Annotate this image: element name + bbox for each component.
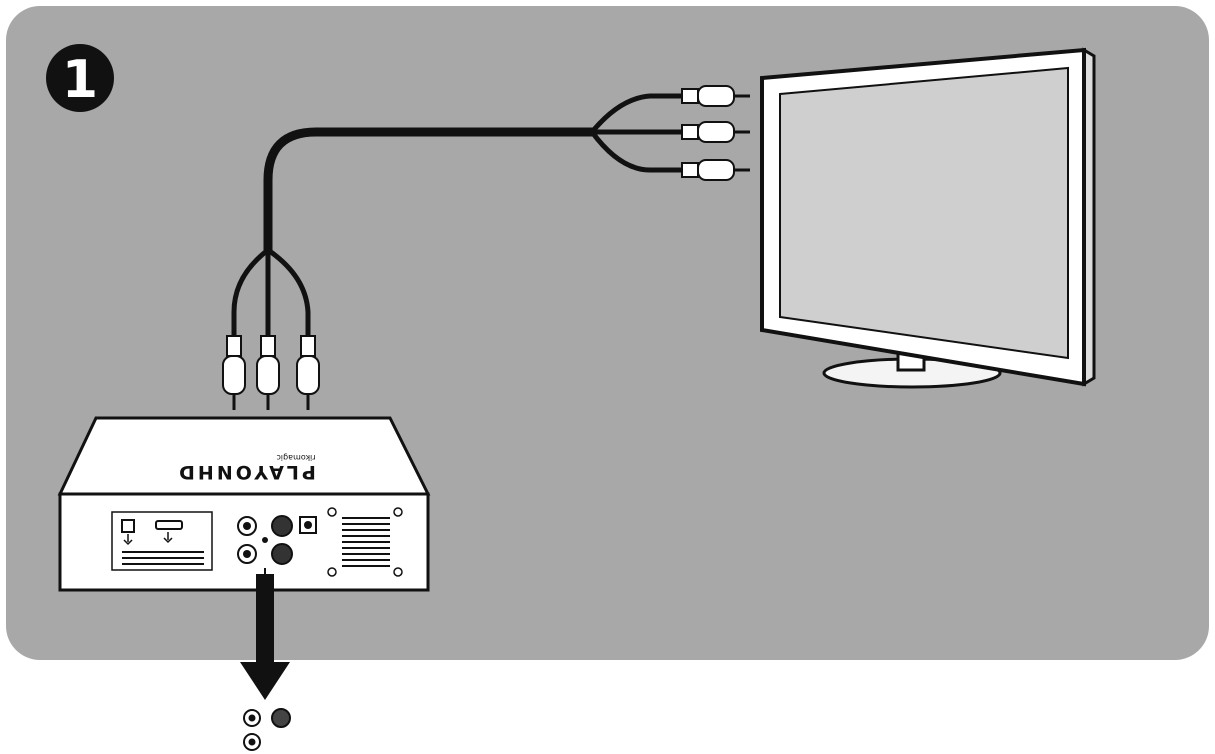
media-player-icon: PLAYONHD rikomagic	[57, 416, 431, 592]
tv-screen	[779, 66, 1069, 360]
rca-plug-tv-2	[681, 121, 750, 143]
port-arrow-icon	[163, 532, 173, 544]
rca-plug-device-1	[222, 335, 246, 410]
av-jack-2	[271, 515, 293, 537]
step-badge: 1	[46, 44, 114, 112]
rca-plugs-tv	[681, 85, 750, 181]
optical-port	[121, 519, 135, 533]
arrow-down-icon	[240, 574, 290, 700]
device-brand-sub: rikomagic	[276, 453, 315, 462]
av-cable	[231, 93, 687, 341]
device-av-jacks	[237, 515, 293, 565]
device-text-lines-left	[122, 551, 204, 565]
av-jack-4	[271, 543, 293, 565]
device-brand: PLAYONHD	[176, 461, 316, 483]
step-number: 1	[62, 50, 98, 110]
rca-plug-tv-3	[681, 159, 750, 181]
number-one-badge-icon	[46, 44, 114, 112]
cable-branch-device-3	[265, 247, 311, 341]
rca-plug-device-3	[296, 335, 320, 410]
rca-plug-device-2	[256, 335, 280, 410]
hdmi-port	[155, 520, 183, 530]
device-port-panel-left	[111, 511, 213, 571]
flat-screen-tv-icon	[760, 47, 1096, 389]
device-label-plate	[327, 507, 403, 577]
rca-plugs-device	[222, 335, 320, 410]
cable-branch-tv-3	[589, 129, 687, 173]
cable-trunk	[263, 127, 597, 255]
rca-plug-tv-1	[681, 85, 750, 107]
callout	[240, 568, 291, 751]
cable-branch-device-1	[231, 247, 271, 341]
port-arrow-icon	[123, 534, 133, 546]
cable-branch-tv-1	[589, 93, 687, 135]
rca-jacks-icon	[243, 708, 291, 751]
